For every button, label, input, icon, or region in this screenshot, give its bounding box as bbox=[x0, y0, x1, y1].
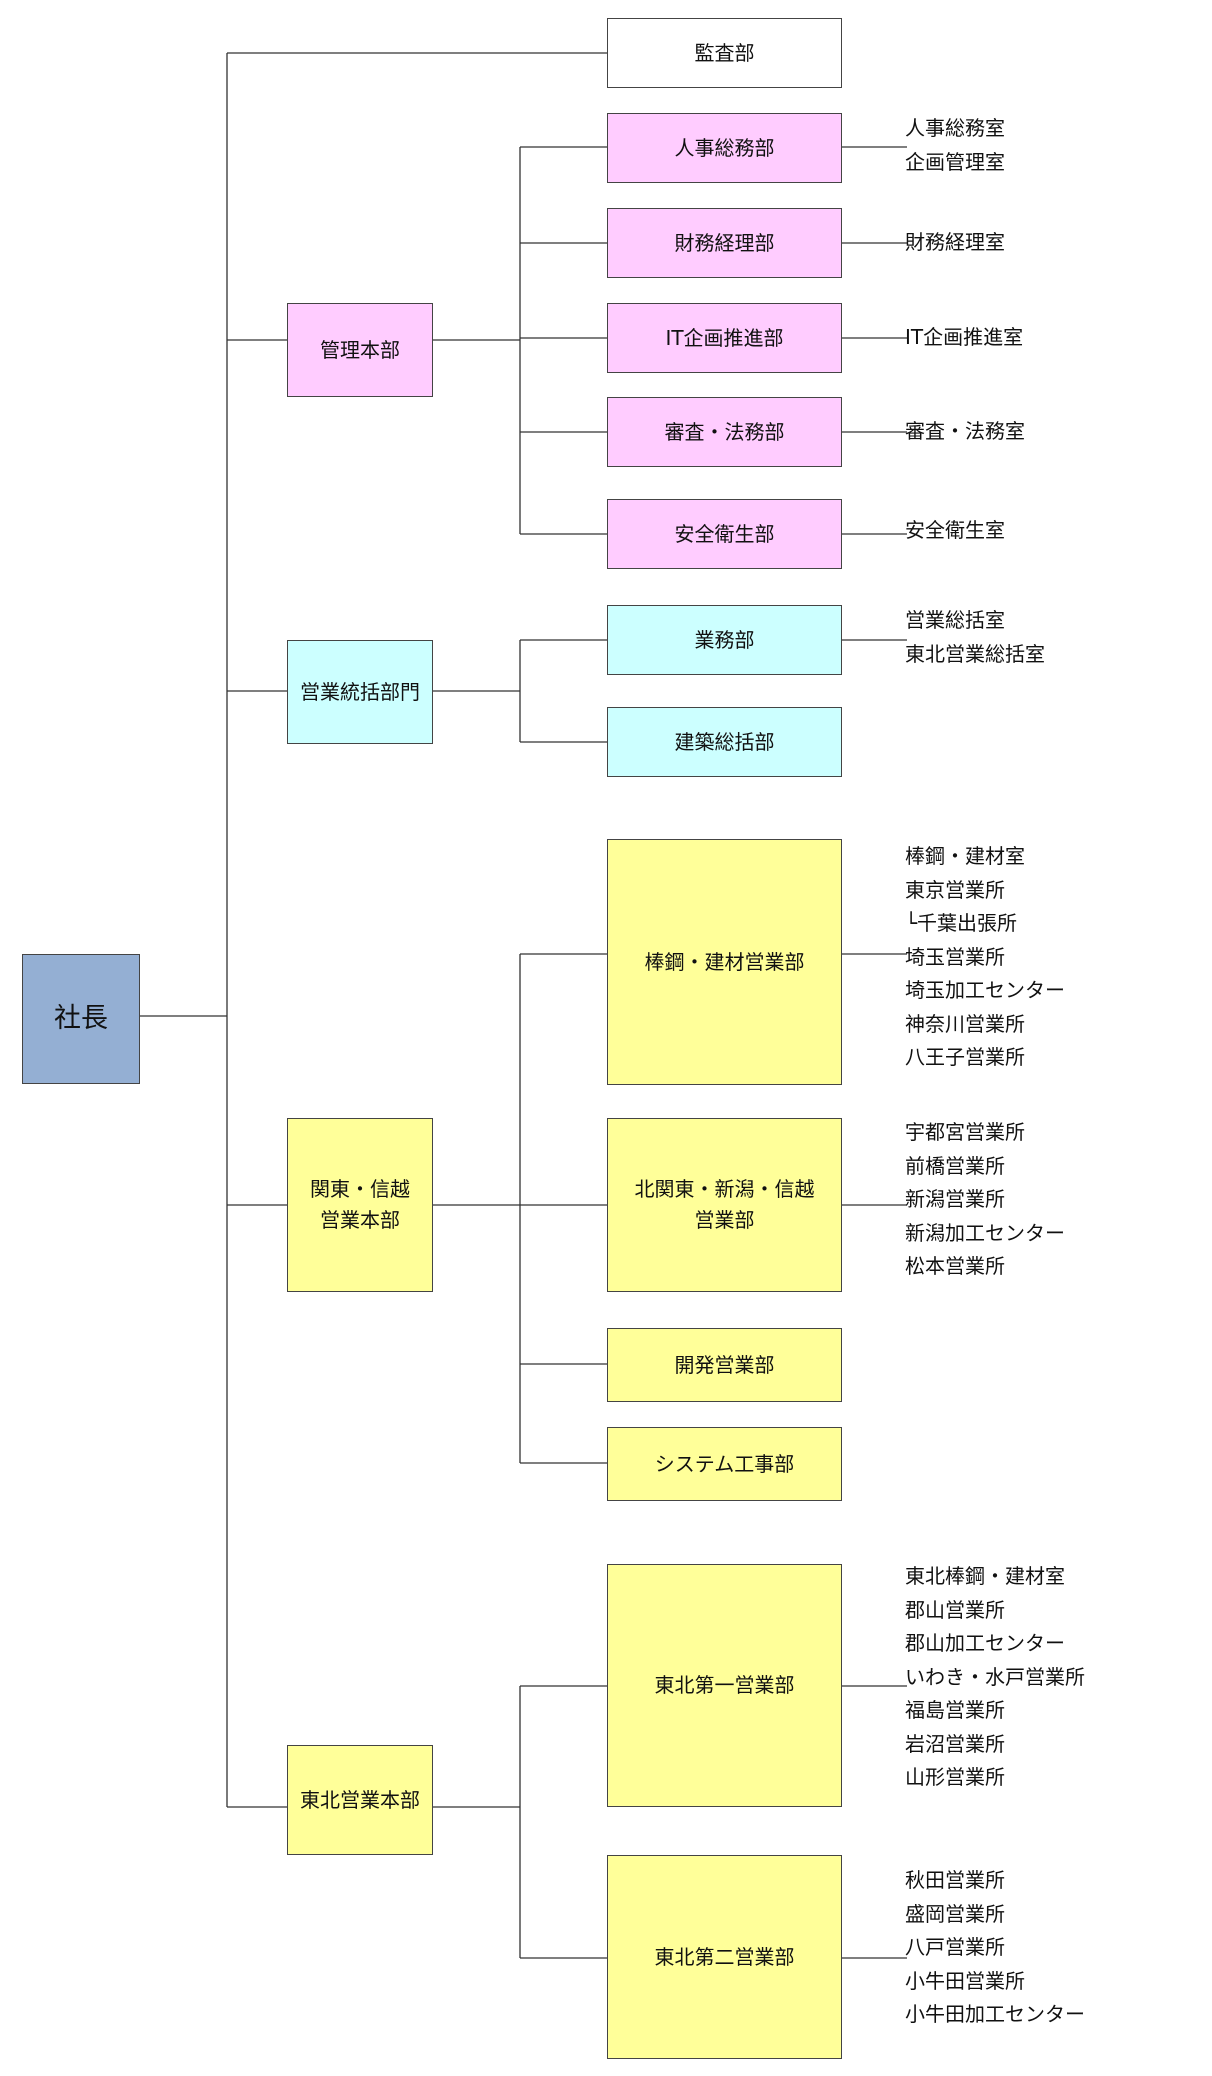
dept-box-bokou: 棒鋼・建材営業部 bbox=[607, 839, 842, 1085]
office-list-tohoku1: 東北棒鋼・建材室 郡山営業所 郡山加工センター いわき・水戸営業所 福島営業所 … bbox=[905, 1560, 1085, 1795]
dept-box-kaihatsu: 開発営業部 bbox=[607, 1328, 842, 1402]
office-label: 財務経理室 bbox=[905, 230, 1005, 254]
office-label: 東京営業所 bbox=[905, 877, 1005, 902]
office-label: 岩沼営業所 bbox=[905, 1731, 1005, 1756]
office-label: 八王子営業所 bbox=[905, 1045, 1025, 1069]
office-list-tohoku2: 秋田営業所 盛岡営業所 八戸営業所 小牛田営業所 小牛田加工センター bbox=[905, 1864, 1085, 2032]
office-label: 盛岡営業所 bbox=[905, 1901, 1005, 1926]
office-list-zaimu: 財務経理室 bbox=[905, 226, 1005, 260]
office-label: 東北営業総括室 bbox=[905, 641, 1045, 666]
office-label: └千葉出張所 bbox=[905, 911, 1018, 935]
tohoku-hq-box: 東北営業本部 bbox=[287, 1745, 433, 1855]
dept-box-zaimu: 財務経理部 bbox=[607, 208, 842, 278]
eigyo-division-box: 営業統括部門 bbox=[287, 640, 433, 744]
office-list-anzen: 安全衛生室 bbox=[905, 514, 1005, 548]
office-label: 東北棒鋼・建材室 bbox=[905, 1564, 1065, 1588]
office-label: いわき・水戸営業所 bbox=[905, 1664, 1085, 1689]
office-list-shinsa: 審査・法務室 bbox=[905, 415, 1025, 449]
office-label: 埼玉営業所 bbox=[905, 944, 1005, 969]
office-label: 福島営業所 bbox=[905, 1698, 1005, 1722]
audit-dept-box: 監査部 bbox=[607, 18, 842, 88]
office-label: 前橋営業所 bbox=[905, 1153, 1005, 1178]
office-label: 郡山加工センター bbox=[905, 1631, 1065, 1655]
office-label: 審査・法務室 bbox=[905, 419, 1025, 443]
office-label: 松本営業所 bbox=[905, 1254, 1005, 1278]
dept-box-gyomu: 業務部 bbox=[607, 605, 842, 675]
dept-box-tohoku1: 東北第一営業部 bbox=[607, 1564, 842, 1807]
office-label: 小牛田営業所 bbox=[905, 1968, 1025, 1993]
dept-box-jinji: 人事総務部 bbox=[607, 113, 842, 183]
office-label: 小牛田加工センター bbox=[905, 2002, 1085, 2026]
dept-box-shinsa: 審査・法務部 bbox=[607, 397, 842, 467]
office-label: 埼玉加工センター bbox=[905, 978, 1065, 1002]
office-label: 郡山営業所 bbox=[905, 1597, 1005, 1622]
office-label: 営業総括室 bbox=[905, 608, 1005, 632]
dept-box-anzen: 安全衛生部 bbox=[607, 499, 842, 569]
office-label: 安全衛生室 bbox=[905, 518, 1005, 542]
office-list-gyomu: 営業総括室 東北営業総括室 bbox=[905, 604, 1045, 671]
office-label: 新潟営業所 bbox=[905, 1187, 1005, 1211]
dept-box-system: システム工事部 bbox=[607, 1427, 842, 1501]
kanto-hq-box: 関東・信越 営業本部 bbox=[287, 1118, 433, 1292]
office-label: IT企画推進室 bbox=[905, 325, 1024, 349]
office-label: 宇都宮営業所 bbox=[905, 1120, 1025, 1144]
office-label: 棒鋼・建材室 bbox=[905, 844, 1025, 868]
kanri-hq-box: 管理本部 bbox=[287, 303, 433, 397]
office-list-it: IT企画推進室 bbox=[905, 321, 1023, 355]
office-label: 神奈川営業所 bbox=[905, 1011, 1025, 1036]
office-label: 企画管理室 bbox=[905, 149, 1005, 174]
president-box: 社長 bbox=[22, 954, 140, 1084]
dept-box-it: IT企画推進部 bbox=[607, 303, 842, 373]
office-label: 八戸営業所 bbox=[905, 1935, 1005, 1959]
dept-box-kenchiku: 建築総括部 bbox=[607, 707, 842, 777]
office-label: 秋田営業所 bbox=[905, 1868, 1005, 1892]
office-list-bokou: 棒鋼・建材室 東京営業所 └千葉出張所 埼玉営業所 埼玉加工センター 神奈川営業… bbox=[905, 840, 1065, 1075]
dept-box-kitakanto: 北関東・新潟・信越 営業部 bbox=[607, 1118, 842, 1292]
dept-box-tohoku2: 東北第二営業部 bbox=[607, 1855, 842, 2059]
office-label: 新潟加工センター bbox=[905, 1220, 1065, 1245]
office-label: 人事総務室 bbox=[905, 116, 1005, 140]
office-label: 山形営業所 bbox=[905, 1765, 1005, 1789]
office-list-kitakanto: 宇都宮営業所 前橋営業所 新潟営業所 新潟加工センター 松本営業所 bbox=[905, 1116, 1065, 1284]
office-list-jinji: 人事総務室 企画管理室 bbox=[905, 112, 1005, 179]
